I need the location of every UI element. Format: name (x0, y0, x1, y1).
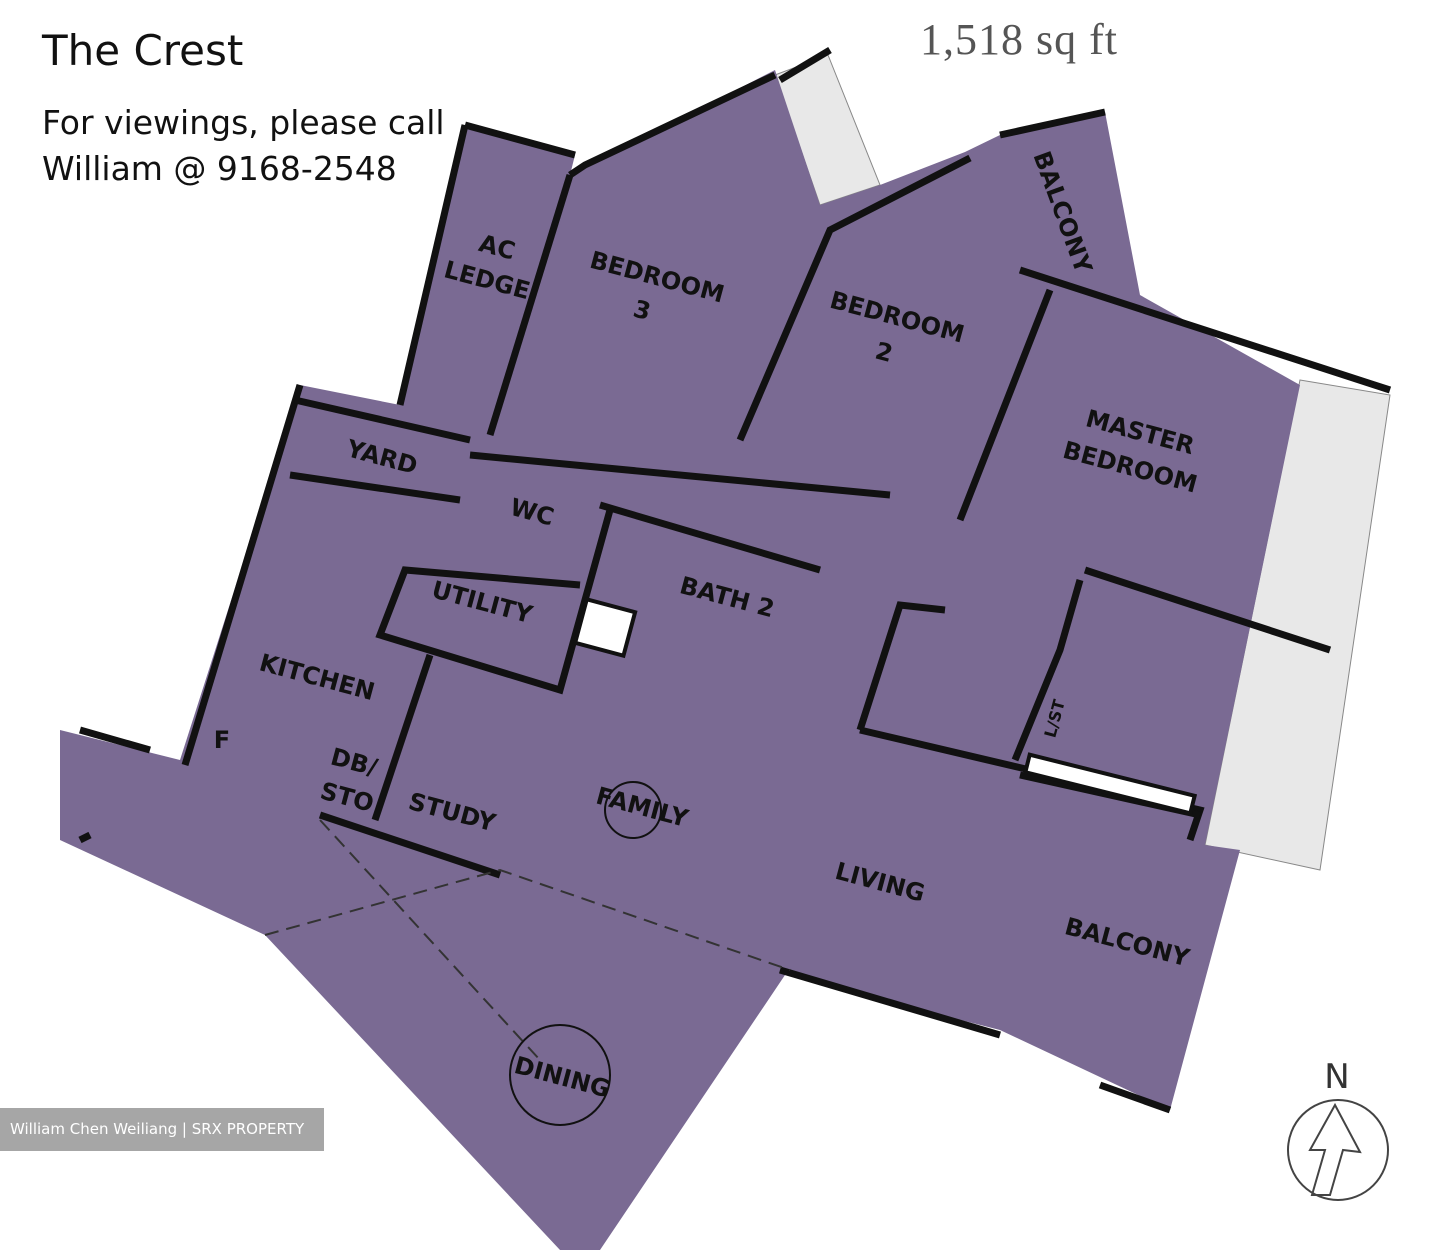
watermark: William Chen Weiliang | SRX PROPERTY (0, 1108, 324, 1151)
contact-info: For viewings, please call William @ 9168… (42, 100, 445, 192)
compass-icon (1287, 1099, 1389, 1201)
void-white-2 (1022, 752, 1198, 816)
contact-line-1: For viewings, please call (42, 103, 445, 142)
north-arrow-icon (1308, 1102, 1362, 1196)
floor-area: 1,518 sq ft (920, 15, 1118, 64)
label-bedroom3-num: 3 (630, 295, 653, 326)
dashed-lines (264, 819, 791, 1061)
contact-line-2: William @ 9168-2548 (42, 149, 397, 188)
property-title: The Crest (42, 26, 244, 75)
north-compass: N (1287, 1057, 1389, 1201)
compass-label: N (1324, 1057, 1349, 1097)
label-fridge: F (214, 726, 230, 754)
family-circle (604, 781, 662, 839)
label-bedroom2-num: 2 (872, 337, 895, 368)
dining-table (509, 1024, 611, 1126)
void-white (572, 596, 638, 659)
floor-area-fill (60, 70, 1300, 1250)
